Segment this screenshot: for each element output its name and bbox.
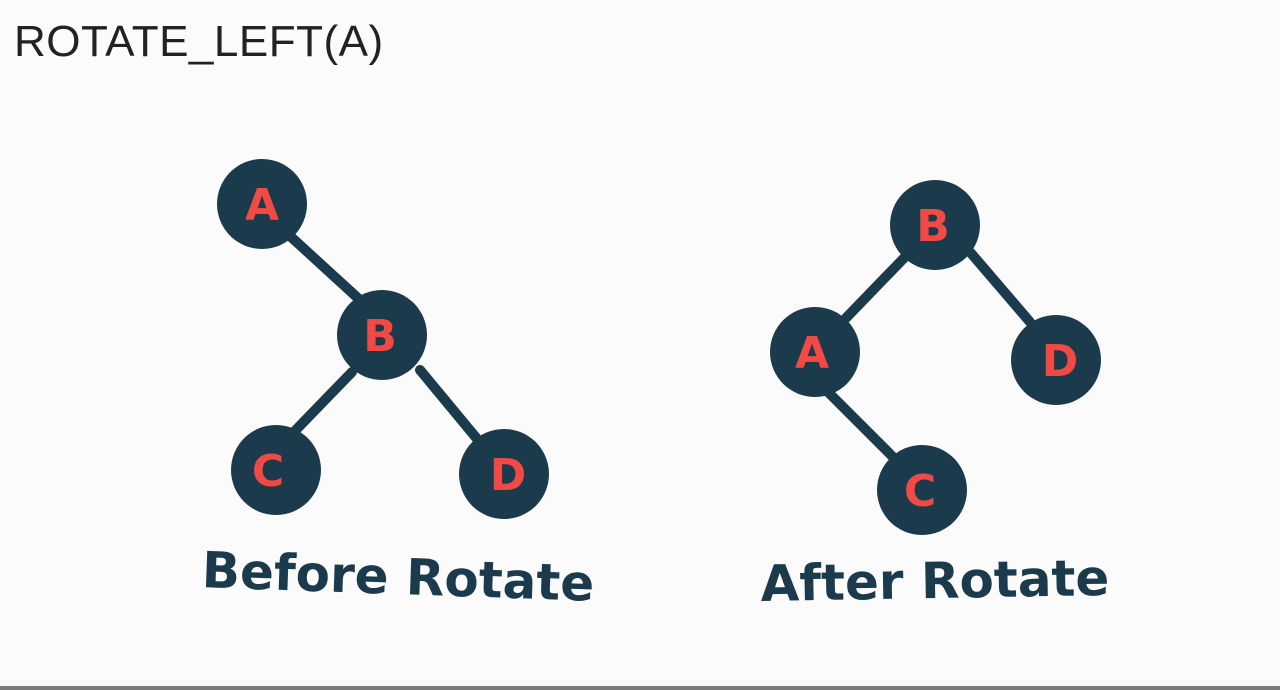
tree-node-b: B bbox=[890, 180, 980, 270]
node-label-d: D bbox=[490, 450, 527, 501]
tree-node-a: A bbox=[770, 307, 860, 397]
before-edges bbox=[285, 231, 483, 445]
tree-node-b: B bbox=[337, 290, 427, 380]
edge-a-c bbox=[823, 387, 897, 461]
after-edges bbox=[823, 247, 1035, 461]
tree-node-c: C bbox=[877, 445, 967, 535]
edge-b-d bbox=[965, 247, 1035, 327]
node-label-c: C bbox=[252, 446, 284, 497]
after-tree: B A D C After Rotate bbox=[760, 180, 1110, 613]
before-tree: A B C D Before Rotate bbox=[201, 159, 595, 613]
tree-node-a: A bbox=[217, 159, 307, 249]
edge-b-a bbox=[841, 253, 909, 323]
bottom-divider bbox=[0, 686, 1280, 690]
edge-a-b bbox=[285, 231, 365, 305]
tree-node-d: D bbox=[1011, 315, 1101, 405]
page-title: ROTATE_LEFT(A) bbox=[14, 17, 384, 66]
after-caption: After Rotate bbox=[760, 549, 1110, 613]
tree-node-c: C bbox=[231, 425, 321, 515]
tree-node-d: D bbox=[459, 429, 549, 519]
node-label-a: A bbox=[245, 180, 279, 231]
edge-b-c bbox=[285, 367, 357, 441]
node-label-b: B bbox=[363, 311, 397, 362]
node-label-b: B bbox=[916, 201, 950, 252]
before-caption: Before Rotate bbox=[201, 541, 595, 613]
node-label-c: C bbox=[904, 466, 936, 517]
node-label-d: D bbox=[1042, 336, 1079, 387]
node-label-a: A bbox=[795, 328, 829, 379]
edge-b-d bbox=[415, 365, 483, 445]
